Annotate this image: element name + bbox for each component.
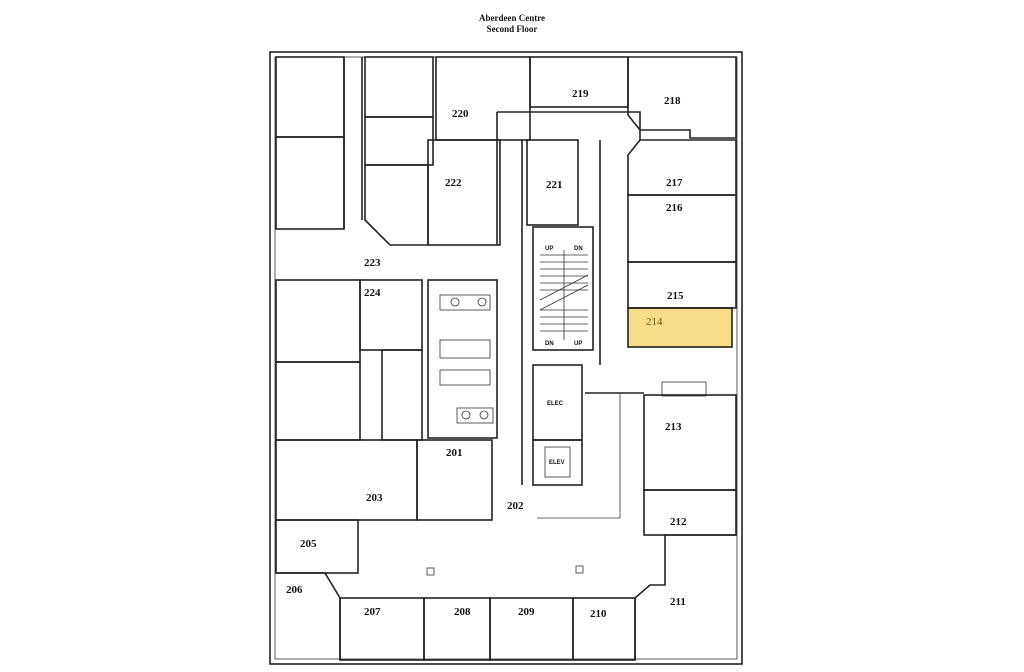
room-label-220[interactable]: 220 xyxy=(452,108,469,120)
room-203 xyxy=(275,439,418,521)
room-224c xyxy=(381,349,423,441)
stair-up-label: UP xyxy=(545,246,553,252)
room-nw-1 xyxy=(275,56,345,138)
room-224a xyxy=(275,279,361,363)
room-n-3 xyxy=(364,164,429,246)
room-label-208[interactable]: 208 xyxy=(454,606,471,618)
elev-label: ELEV xyxy=(549,460,565,466)
elevator-car xyxy=(544,446,571,478)
plan-title: Aberdeen Centre xyxy=(478,13,546,23)
room-212 xyxy=(643,489,737,536)
room-label-213[interactable]: 213 xyxy=(665,421,682,433)
room-label-218[interactable]: 218 xyxy=(664,95,681,107)
room-label-222[interactable]: 222 xyxy=(445,177,462,189)
room-label-221[interactable]: 221 xyxy=(546,179,563,191)
room-label-201[interactable]: 201 xyxy=(446,447,463,459)
elevator-shaft xyxy=(532,439,583,486)
room-label-207[interactable]: 207 xyxy=(364,606,381,618)
room-213 xyxy=(643,394,737,491)
room-labels: 220 219 218 222 221 217 216 215 214 223 … xyxy=(286,88,687,620)
washroom-fixtures xyxy=(439,294,494,424)
room-label-210[interactable]: 210 xyxy=(590,608,607,620)
room-n-2 xyxy=(364,116,434,166)
room-224b xyxy=(275,361,361,441)
stair-down-label-2: DN xyxy=(545,341,554,347)
room-label-224[interactable]: 224 xyxy=(364,287,381,299)
room-label-215[interactable]: 215 xyxy=(667,290,684,302)
kitchenette xyxy=(661,381,707,397)
washrooms xyxy=(427,279,498,439)
room-label-223[interactable]: 223 xyxy=(364,257,381,269)
room-220 xyxy=(435,56,531,141)
room-nw-2 xyxy=(275,136,345,230)
room-n-1 xyxy=(364,56,434,118)
room-label-205[interactable]: 205 xyxy=(300,538,317,550)
room-207 xyxy=(339,597,425,661)
room-218 xyxy=(627,56,737,139)
stair-treads xyxy=(539,250,589,340)
stair-down-label: DN xyxy=(574,246,583,252)
room-201 xyxy=(416,439,493,521)
elec-label: ELEC xyxy=(547,401,564,407)
column xyxy=(426,567,435,576)
room-211 xyxy=(634,534,736,660)
stair-up-label-2: UP xyxy=(574,341,582,347)
room-walls: UP DN DN UP xyxy=(275,56,737,661)
room-label-206[interactable]: 206 xyxy=(286,584,303,596)
room-label-216[interactable]: 216 xyxy=(666,202,683,214)
room-label-212[interactable]: 212 xyxy=(670,516,687,528)
room-214-highlight[interactable] xyxy=(627,307,733,348)
room-label-219[interactable]: 219 xyxy=(572,88,589,100)
room-222 xyxy=(427,139,501,246)
building-outline xyxy=(269,51,743,665)
room-221 xyxy=(526,139,579,226)
room-label-217[interactable]: 217 xyxy=(666,177,683,189)
room-215 xyxy=(627,261,737,309)
corridor-north xyxy=(497,111,641,140)
room-label-203[interactable]: 203 xyxy=(366,492,383,504)
stairwell xyxy=(532,226,594,351)
room-label-211[interactable]: 211 xyxy=(670,596,686,608)
room-205 xyxy=(275,519,359,574)
room-label-209[interactable]: 209 xyxy=(518,606,535,618)
room-label-202[interactable]: 202 xyxy=(507,500,524,512)
column xyxy=(575,565,584,574)
room-label-214[interactable]: 214 xyxy=(646,316,663,328)
plan-subtitle: Second Floor xyxy=(486,24,538,34)
